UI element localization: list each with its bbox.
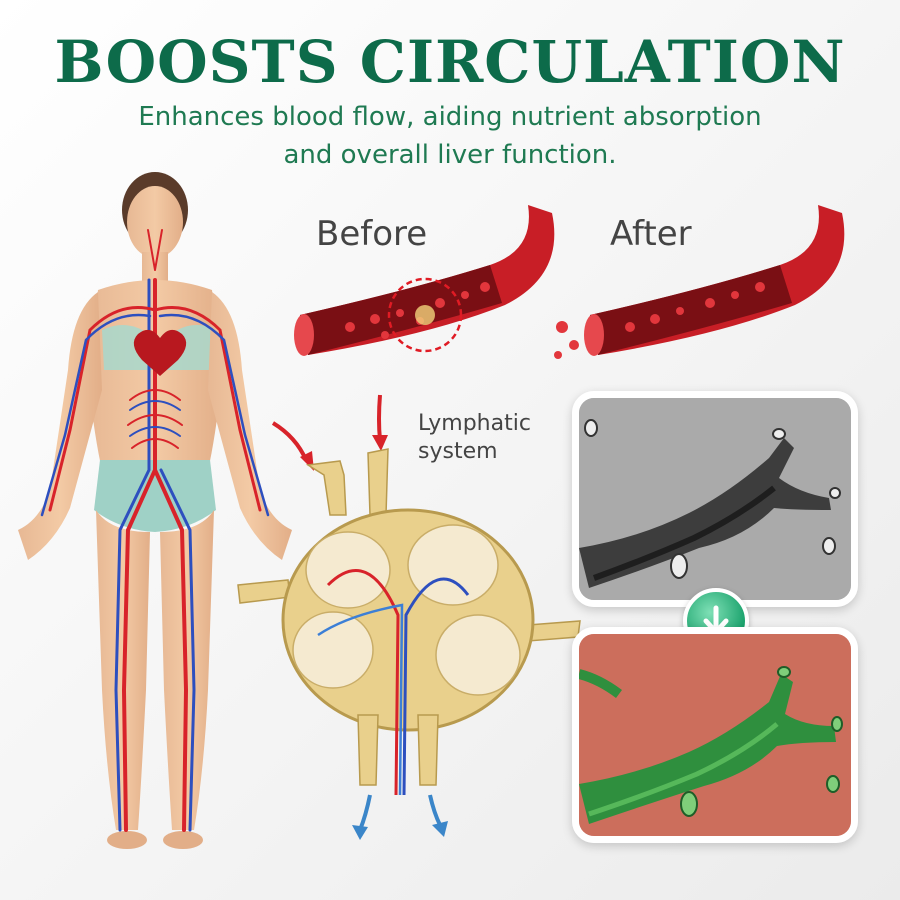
lymphatic-label: Lymphatic system bbox=[418, 410, 568, 466]
before-label: Before bbox=[316, 214, 428, 254]
subtitle-line-1: Enhances blood flow, aiding nutrient abs… bbox=[138, 102, 762, 132]
subtitle-line-2: and overall liver function. bbox=[283, 140, 617, 170]
vessel-before-photo bbox=[572, 391, 858, 607]
vessel-after-illustration bbox=[554, 205, 845, 359]
body-illustration bbox=[18, 172, 292, 849]
page-title: BOOSTS CIRCULATION bbox=[54, 28, 846, 96]
lymph-node-illustration bbox=[237, 394, 581, 840]
page-subtitle: Enhances blood flow, aiding nutrient abs… bbox=[60, 98, 840, 174]
vessel-before-illustration bbox=[294, 205, 555, 356]
after-label: After bbox=[610, 214, 692, 254]
lymphatic-label-line-2: system bbox=[418, 439, 498, 464]
lymphatic-label-line-1: Lymphatic bbox=[418, 411, 531, 436]
vessel-after-photo bbox=[572, 627, 858, 843]
